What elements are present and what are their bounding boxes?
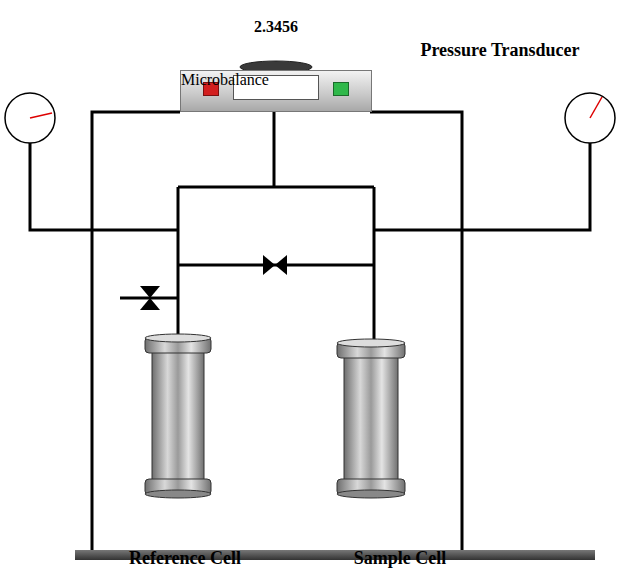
hang-line — [178, 186, 374, 189]
pressure-gauge — [565, 93, 615, 143]
cell-label: Reference Cell — [129, 548, 241, 569]
gas-lines — [30, 110, 590, 552]
device-heading: Microbalance — [181, 71, 269, 88]
valve-symbol — [263, 255, 287, 275]
sample-cell — [337, 339, 405, 498]
valve-symbol — [140, 286, 160, 310]
reference-line — [177, 187, 180, 337]
reference-cell — [145, 334, 211, 498]
microbalance-body: 2.3456Microbalance — [180, 70, 372, 112]
cell-label: Sample Cell — [354, 548, 447, 569]
gauge-line — [30, 143, 178, 230]
vent-line — [120, 297, 178, 300]
gauge-line — [374, 143, 590, 230]
balance-reading: 2.3456 — [254, 18, 298, 36]
green-button — [333, 82, 349, 96]
pressure-gauge — [5, 93, 55, 143]
hang-line — [273, 110, 276, 187]
part-label: Pressure Transducer — [420, 40, 579, 61]
